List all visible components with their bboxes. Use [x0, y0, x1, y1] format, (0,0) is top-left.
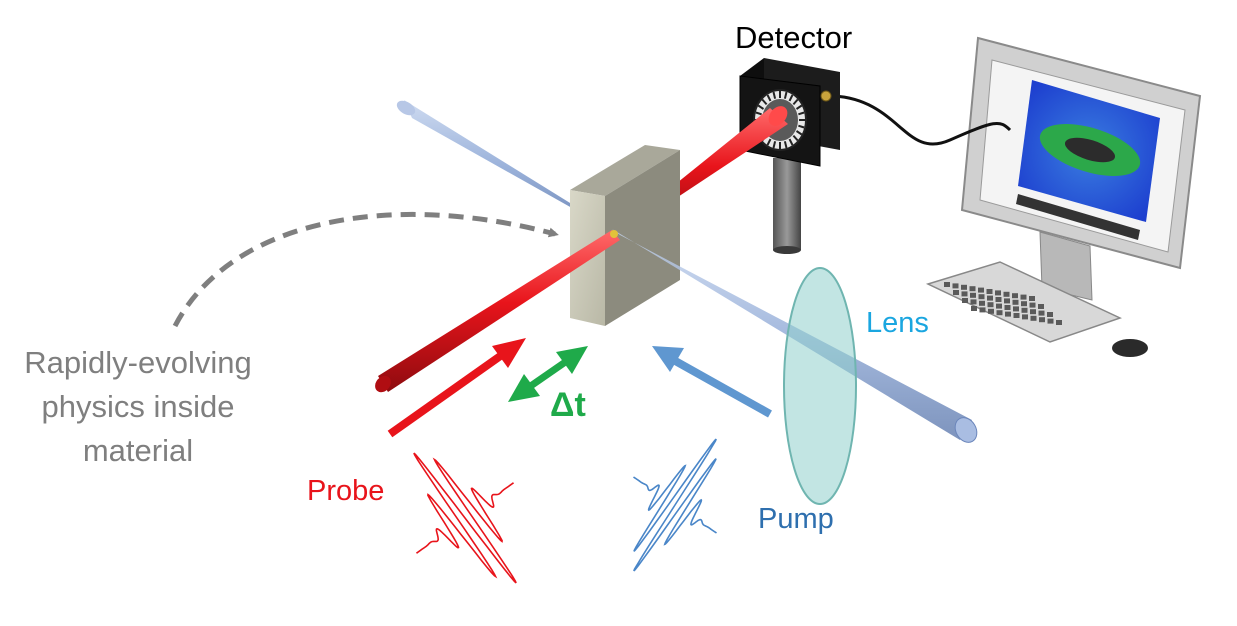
physics-label-line-3: material [83, 433, 193, 468]
keyboard-key [995, 290, 1001, 296]
keyboard-key [1030, 309, 1036, 315]
detector-label: Detector [735, 20, 852, 55]
keyboard-key [1038, 304, 1044, 309]
lens [783, 267, 857, 505]
keyboard-key [1029, 302, 1036, 308]
aperture-tick [788, 138, 794, 146]
keyboard-key [978, 294, 985, 300]
aperture-tick [792, 98, 799, 106]
aperture-tick [772, 91, 777, 99]
keyboard [925, 261, 1123, 343]
keyboard-key [1004, 298, 1010, 304]
keyboard-key [1038, 310, 1045, 316]
keyboard-key [969, 286, 976, 292]
keyboard-key [1056, 320, 1062, 325]
probe-pulse-waveform [413, 452, 517, 584]
physics-label-line-2: physics inside [42, 389, 235, 424]
keyboard-key [978, 287, 984, 293]
keyboard-key [952, 283, 959, 289]
pump-label: Pump [758, 503, 834, 535]
keyboard-key [1021, 301, 1027, 307]
keyboard-key [1021, 307, 1028, 313]
aperture-tick [766, 94, 772, 102]
detector-stand [773, 158, 801, 250]
detector-cable [833, 94, 1012, 146]
aperture-tick [757, 104, 765, 110]
aperture-tick [783, 141, 788, 149]
keyboard-key [1005, 311, 1011, 317]
keyboard-key [1013, 306, 1019, 312]
aperture-tick [798, 124, 805, 129]
computer-mouse [1112, 339, 1148, 357]
aperture-tick [795, 104, 803, 110]
keyboard-key [970, 299, 977, 305]
computer-monitor [960, 36, 1202, 301]
keyboard-key [996, 310, 1003, 316]
keyboard-key [1029, 296, 1035, 301]
keyboard-key [962, 298, 968, 303]
lens-label: Lens [866, 307, 929, 339]
detector-connector [820, 90, 832, 102]
keyboard-key [1022, 314, 1028, 320]
delay-label: Δt [550, 386, 586, 424]
aperture-tick [798, 111, 805, 116]
keyboard-key [971, 306, 977, 311]
keyboard-key [1004, 305, 1011, 310]
overlap-spot [610, 230, 618, 238]
keyboard-key [996, 303, 1002, 309]
aperture-tick [766, 138, 772, 146]
keyboard-key [1047, 318, 1054, 324]
annotation-arrow [172, 212, 559, 328]
keyboard-key [988, 308, 994, 314]
keyboard-key [987, 302, 994, 308]
delay-double-arrow [508, 346, 588, 402]
aperture-tick [783, 91, 788, 99]
keyboard-key [953, 290, 959, 295]
aperture-tick [772, 141, 777, 149]
keyboard-key [987, 295, 993, 301]
probe-direction-arrow [387, 338, 526, 438]
aperture-tick [795, 130, 803, 136]
keyboard-key [979, 307, 986, 313]
keyboard-key [1003, 291, 1010, 297]
aperture-tick [792, 134, 799, 142]
keyboard-key [961, 291, 968, 297]
sample-material [570, 145, 680, 326]
pump-direction-arrow [652, 346, 772, 418]
aperture-tick [755, 111, 762, 116]
keyboard-key [986, 289, 993, 294]
keyboard-key [961, 284, 967, 290]
keyboard-key [944, 282, 950, 287]
keyboard-key [1047, 312, 1053, 317]
pump-beam-back [404, 100, 620, 235]
keyboard-key [1012, 299, 1019, 305]
keyboard-key [1013, 313, 1020, 318]
probe-beam-front [378, 230, 620, 392]
detector [739, 58, 840, 167]
aperture-tick [761, 98, 768, 106]
keyboard-key [979, 300, 985, 306]
keyboard-key [995, 297, 1002, 302]
physics-label-line-1: Rapidly-evolving [24, 345, 251, 380]
keyboard-key [1020, 294, 1027, 300]
keyboard-key [1012, 293, 1018, 299]
pump-pulse-waveform [633, 438, 717, 572]
probe-label: Probe [307, 475, 384, 507]
keyboard-key [1039, 317, 1045, 323]
aperture-tick [788, 94, 794, 102]
keyboard-key [970, 292, 976, 298]
keyboard-key [1030, 315, 1037, 321]
